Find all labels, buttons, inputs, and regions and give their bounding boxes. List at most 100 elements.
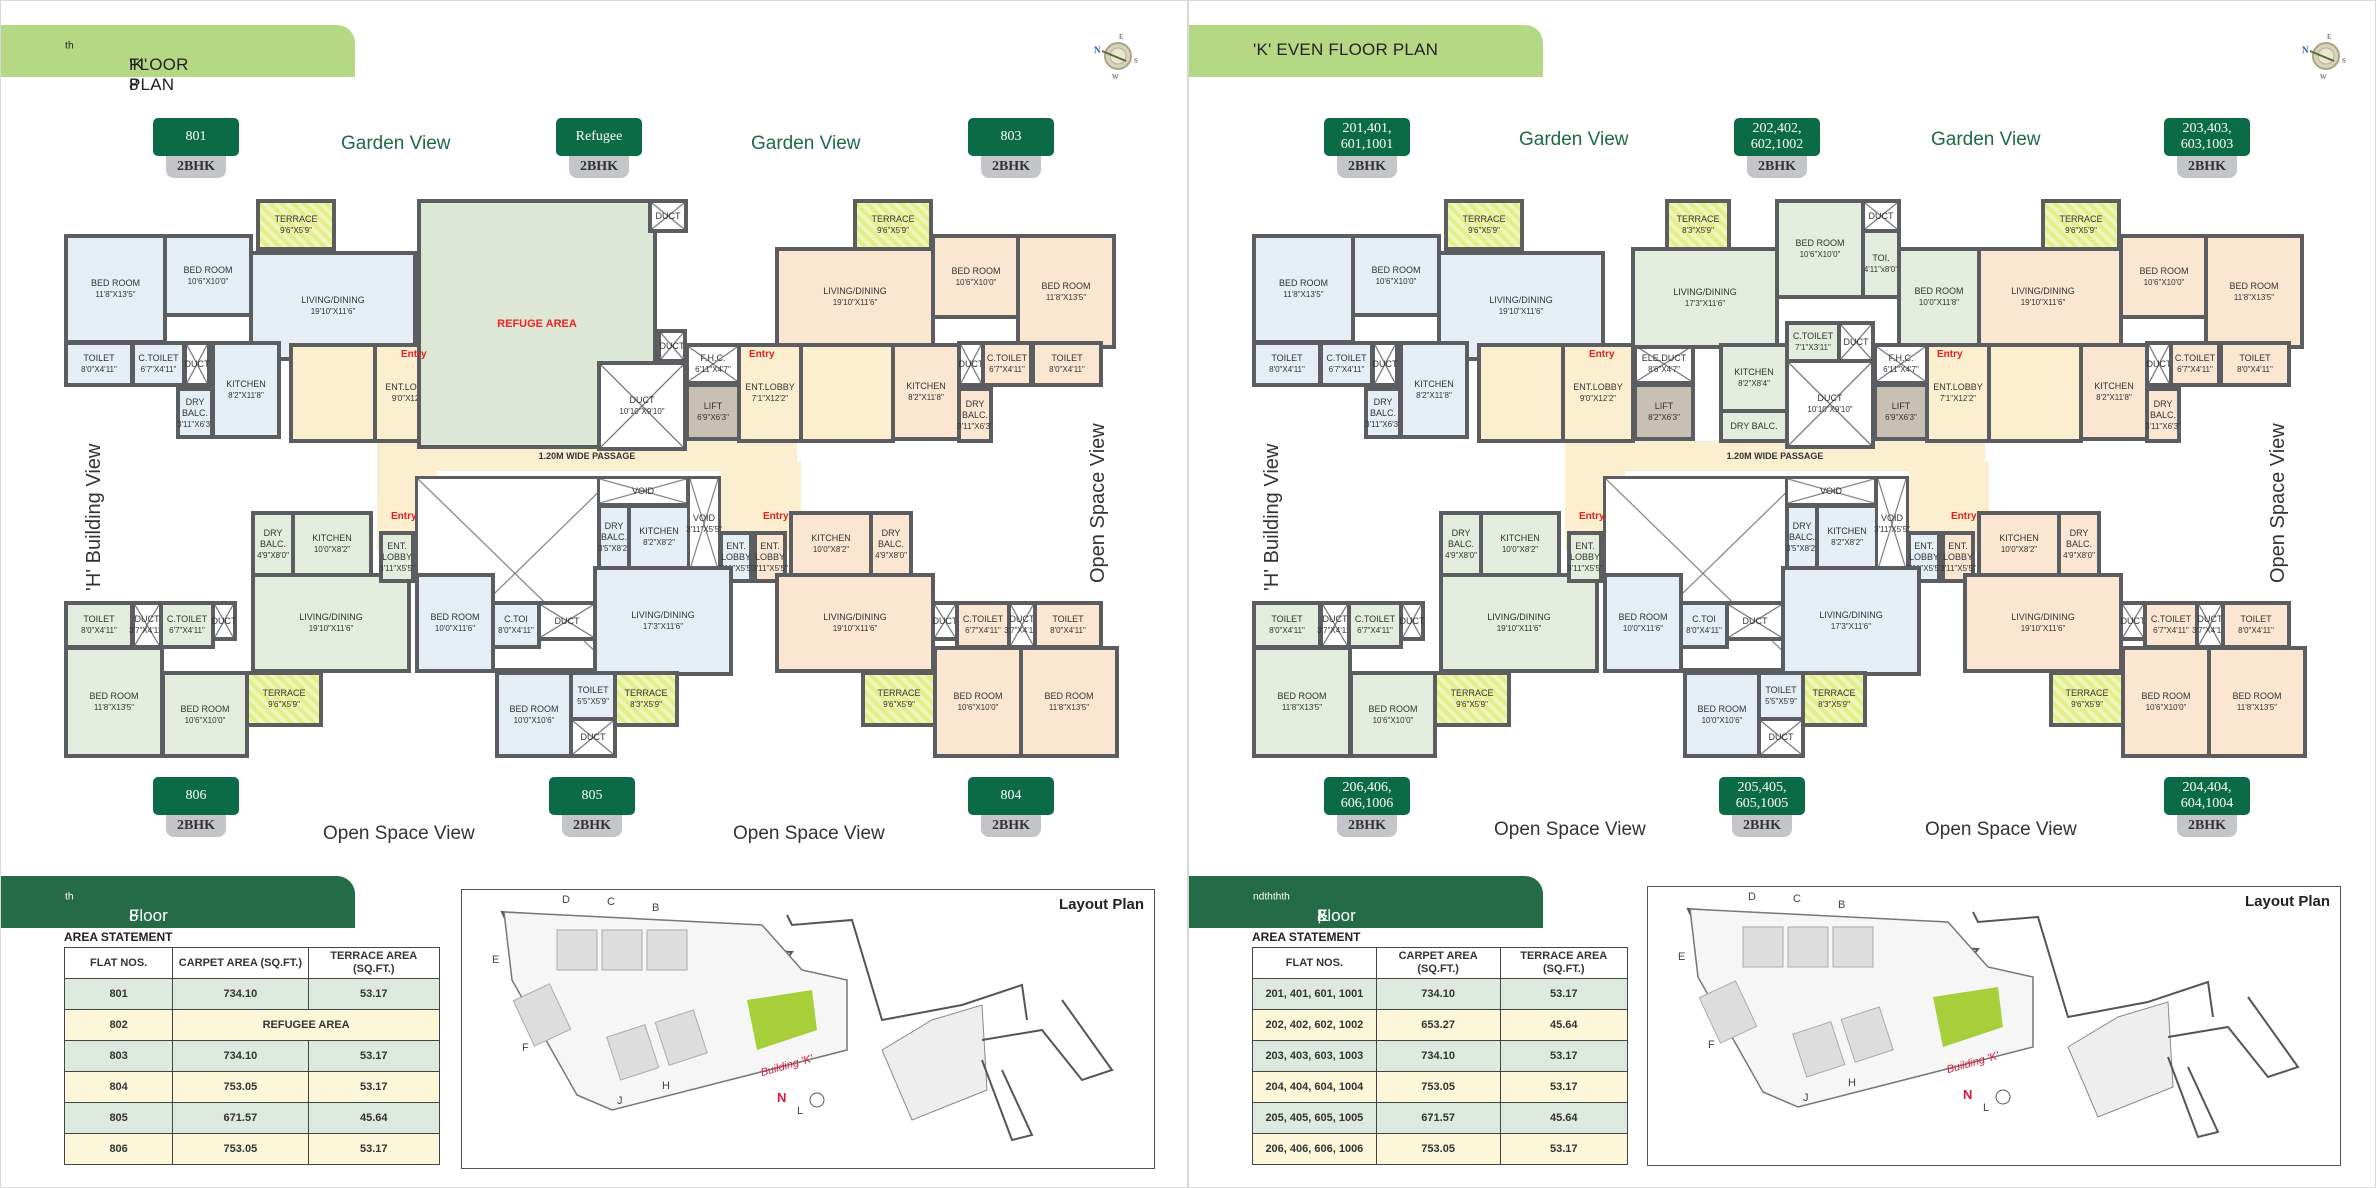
room: VOID: [597, 476, 689, 506]
room-dimensions: 10'6"X10'0": [2145, 703, 2187, 712]
room-dimensions: 11'8"X13'5": [1281, 703, 1323, 712]
garden-view-label: Garden View: [341, 133, 451, 154]
room-dimensions: 8'3"X5'9": [1818, 700, 1850, 709]
room-name: LIVING/DINING: [1673, 287, 1737, 297]
room-name: BED ROOM: [2232, 691, 2282, 701]
room-name: KITCHEN: [639, 526, 679, 536]
room-dimensions: 9'6"X5'9": [2071, 700, 2103, 709]
flat-number-cell: 804: [63, 1071, 174, 1103]
room-name: C.TOILET: [138, 353, 179, 363]
room-dimensions: 3'7"X4'11": [1004, 626, 1040, 635]
room-name: BED ROOM: [430, 612, 480, 622]
room-dimensions: 10'0"X10'6": [1701, 715, 1743, 725]
room-name: TERRACE: [1450, 688, 1494, 698]
room-name: TOILET: [1271, 614, 1303, 624]
room: TOILET 8'0"X4'11": [1031, 341, 1103, 387]
flat-number-cell: 806: [63, 1133, 174, 1165]
unit-number: 201,401, 601,1001: [1324, 118, 1410, 156]
room-name: VOID: [692, 513, 715, 523]
room-dimensions: 10'10"X9'10": [1807, 405, 1853, 414]
room-name: C.TOILET: [962, 614, 1004, 624]
room-dimensions: 9'6"X5'9": [883, 700, 915, 709]
room-dimensions: 3'5"X8'2": [1786, 543, 1818, 553]
room: DUCT: [537, 601, 597, 641]
block-label: L: [1983, 1102, 1990, 1114]
room-dimensions: 17'3"X11'6": [1684, 299, 1726, 308]
block-label: B: [1838, 899, 1846, 911]
room-name: TOILET: [2240, 614, 2272, 624]
room-dimensions: 4'9"X8'0": [2063, 550, 2095, 560]
room: DRY BALC.3'5"X8'2": [597, 504, 631, 570]
room: DUCT 10'10"X9'10": [1785, 359, 1875, 449]
room: DRY BALC.3'11"X6'3": [1364, 387, 1402, 439]
room-dimensions: 11'8"X13'5": [1283, 290, 1324, 299]
room-dimensions: 19'10"X11'6": [310, 307, 356, 316]
unit-type: 2BHK: [1337, 815, 1397, 837]
room: DUCT: [657, 329, 687, 363]
room-dimensions: 10'0"X8'2": [1501, 545, 1539, 554]
unit-type: 2BHK: [1337, 156, 1397, 178]
room-name: TERRACE: [1812, 688, 1856, 698]
room-dimensions: 6'9"X6'3": [697, 413, 729, 422]
room-name: TERRACE: [871, 214, 915, 224]
room-name: C.TOILET: [1792, 331, 1834, 341]
room-name: BED ROOM: [90, 278, 140, 288]
room-name: BED ROOM: [1368, 703, 1418, 714]
unit-number: 806: [153, 777, 239, 815]
room-name: C.TOILET: [2174, 353, 2216, 363]
svg-text:E: E: [2327, 33, 2331, 41]
room-name: DUCT: [1742, 615, 1768, 626]
room-name: DUCT: [1768, 732, 1794, 742]
room-name: LIVING/DINING: [1489, 295, 1553, 305]
unit-number: 205,405, 605,1005: [1719, 777, 1805, 815]
flat-number-cell: 205, 405, 605, 1005: [1252, 1102, 1377, 1134]
layout-plan-title: Layout Plan: [1058, 896, 1144, 913]
block-label: D: [562, 894, 570, 906]
svg-text:W: W: [2320, 73, 2327, 81]
room-dimensions: 6'9"X6'3": [1885, 413, 1917, 422]
unit-number: 204,404, 604,1004: [2164, 777, 2250, 815]
room-dimensions: 4'9"X8'0": [875, 550, 907, 560]
room-name: REFUGE AREA: [497, 317, 577, 330]
room-name: DUCT: [1817, 393, 1843, 403]
room-name: BED ROOM: [1795, 238, 1845, 248]
flat-number-cell: 203, 403, 603, 1003: [1252, 1040, 1377, 1072]
room-name: LIVING/DINING: [2011, 612, 2075, 622]
room-dimensions: 11'8"X13'5": [2233, 292, 2275, 302]
room-name: LIVING/DINING: [823, 612, 887, 622]
room-dimensions: 10'0"X11'6": [1622, 624, 1664, 633]
terrace-area-cell: 53.17: [307, 1040, 441, 1072]
room-name: LIVING/DINING: [299, 612, 363, 622]
room-name: TOILET: [1051, 353, 1083, 363]
room-dimensions: 8'0"X4'11": [1049, 365, 1085, 374]
